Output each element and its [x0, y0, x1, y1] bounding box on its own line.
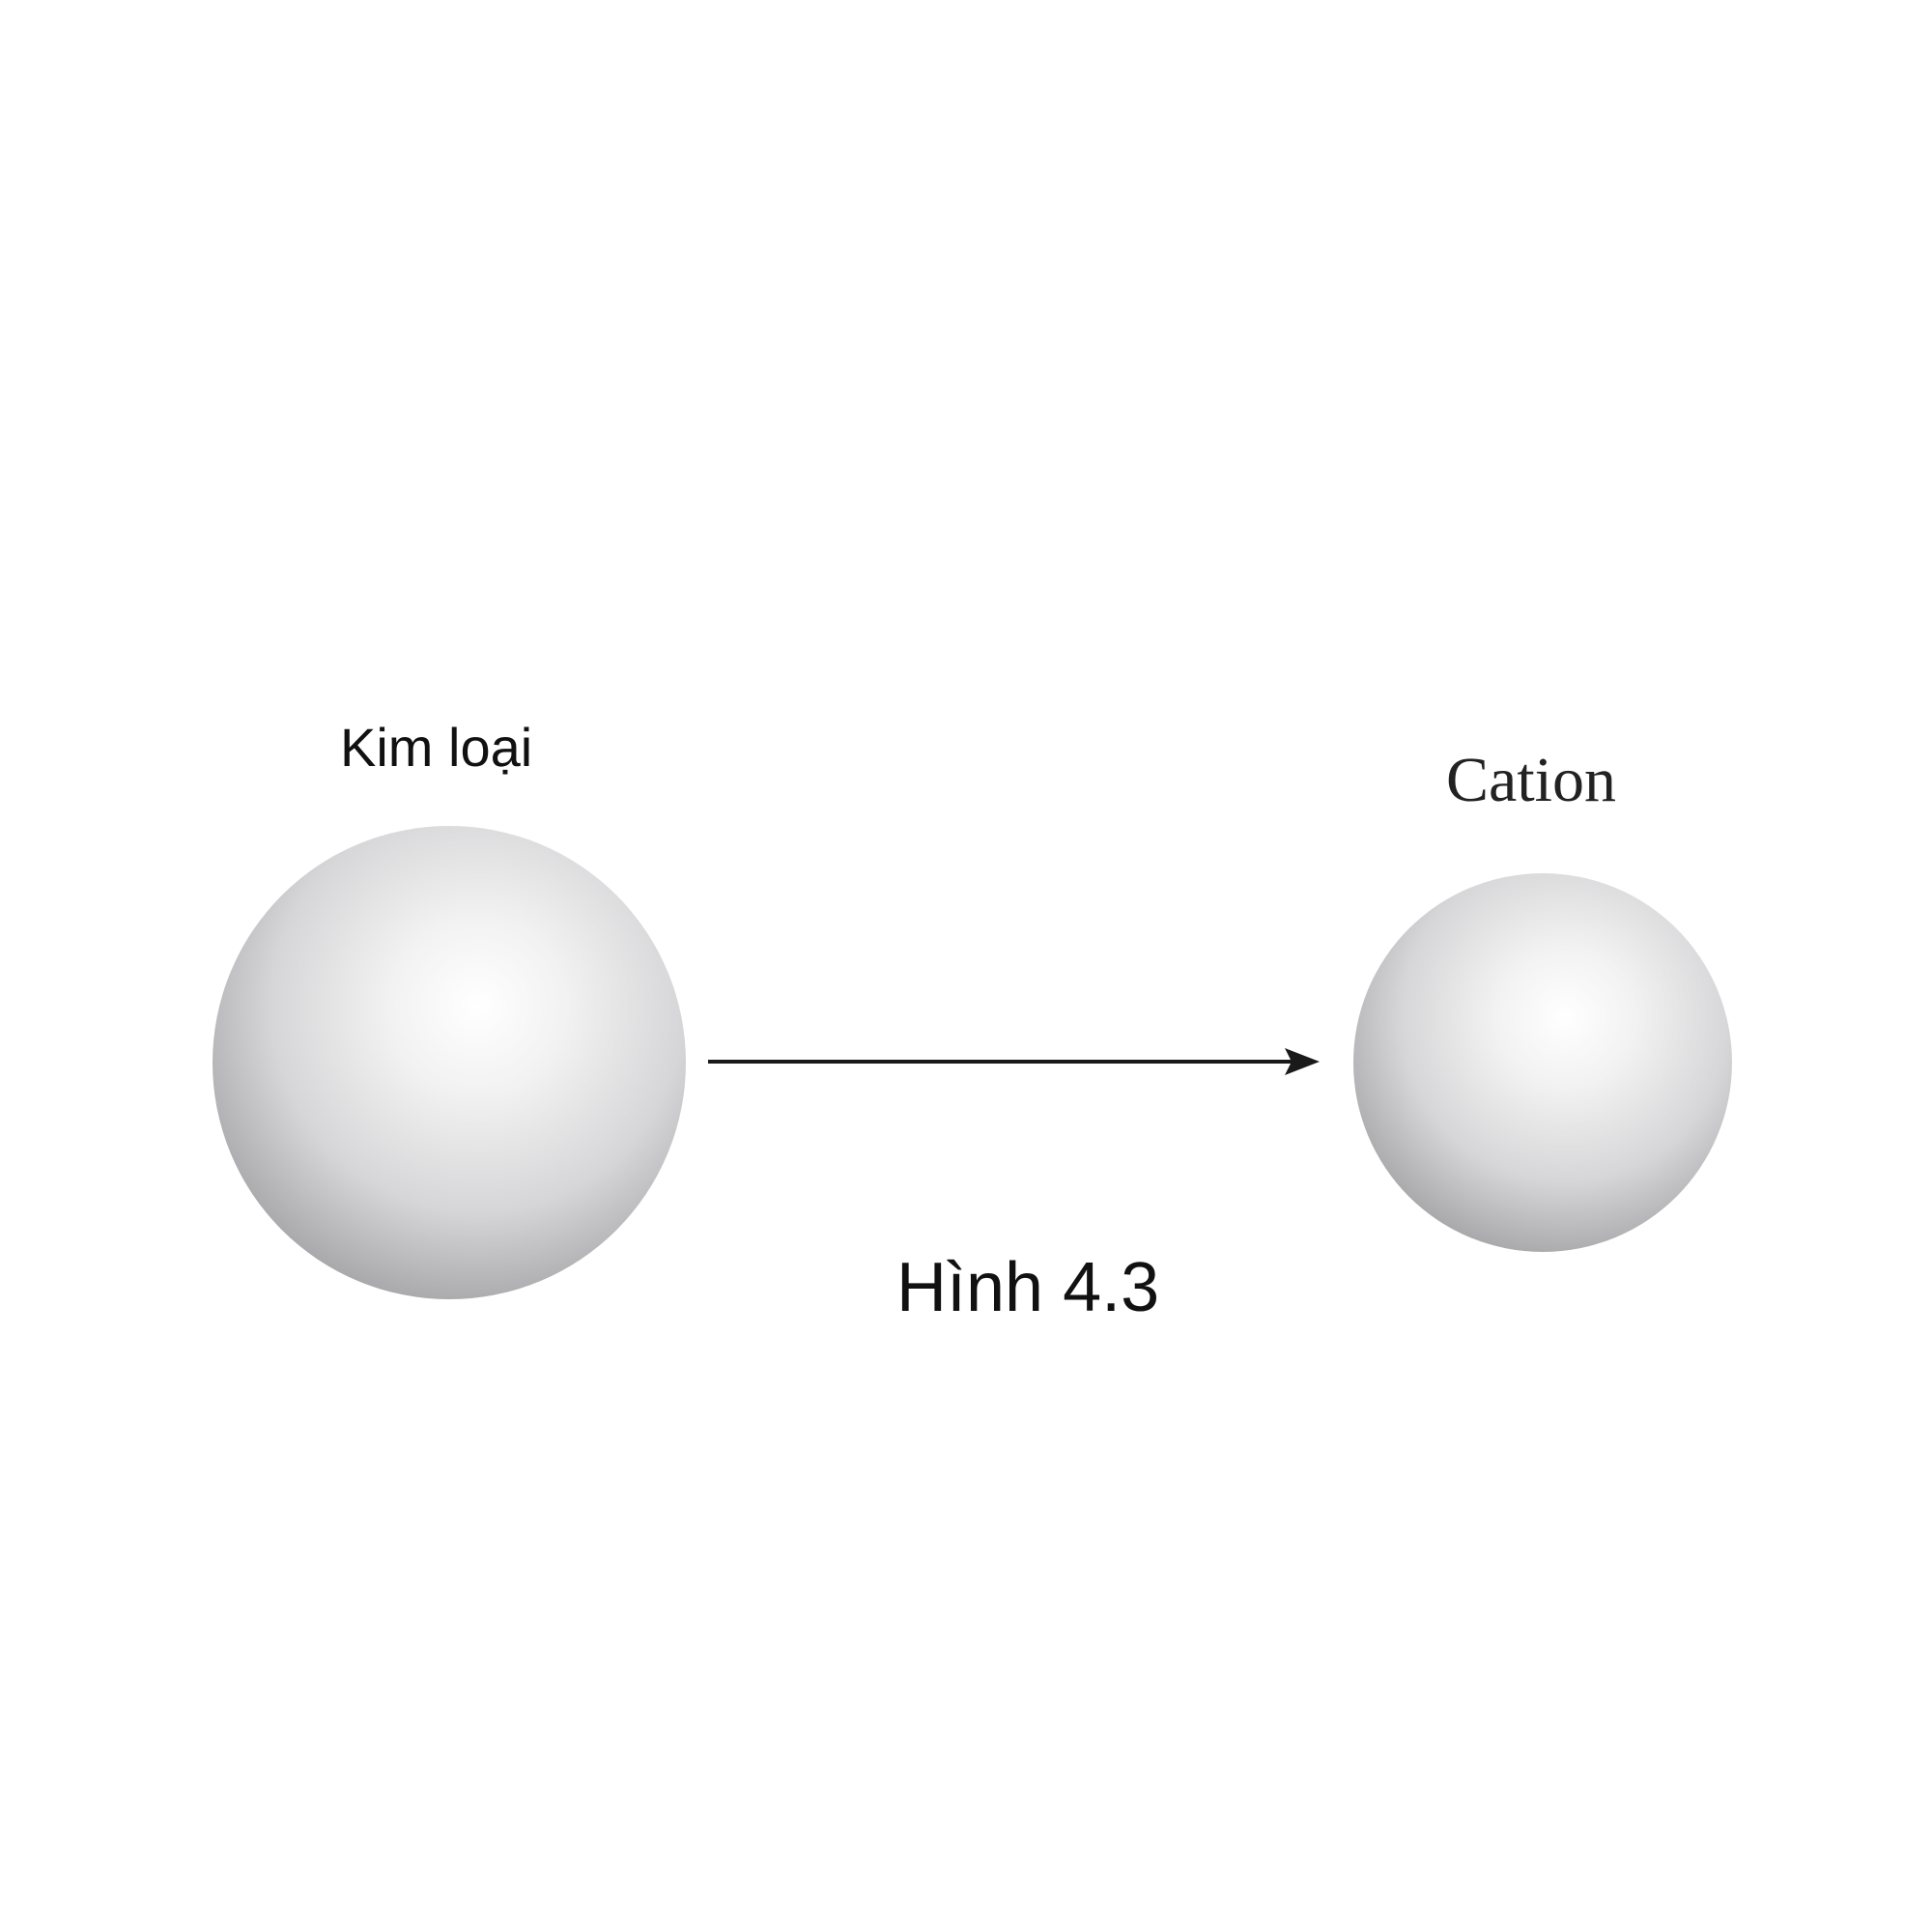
arrow-head	[1285, 1048, 1320, 1075]
cation-label: Cation	[1446, 745, 1616, 815]
figure-caption: Hình 4.3	[896, 1249, 1160, 1326]
metal-atom-sphere	[213, 826, 686, 1299]
metal-label: Kim loại	[340, 717, 533, 778]
cation-sphere	[1353, 873, 1732, 1252]
